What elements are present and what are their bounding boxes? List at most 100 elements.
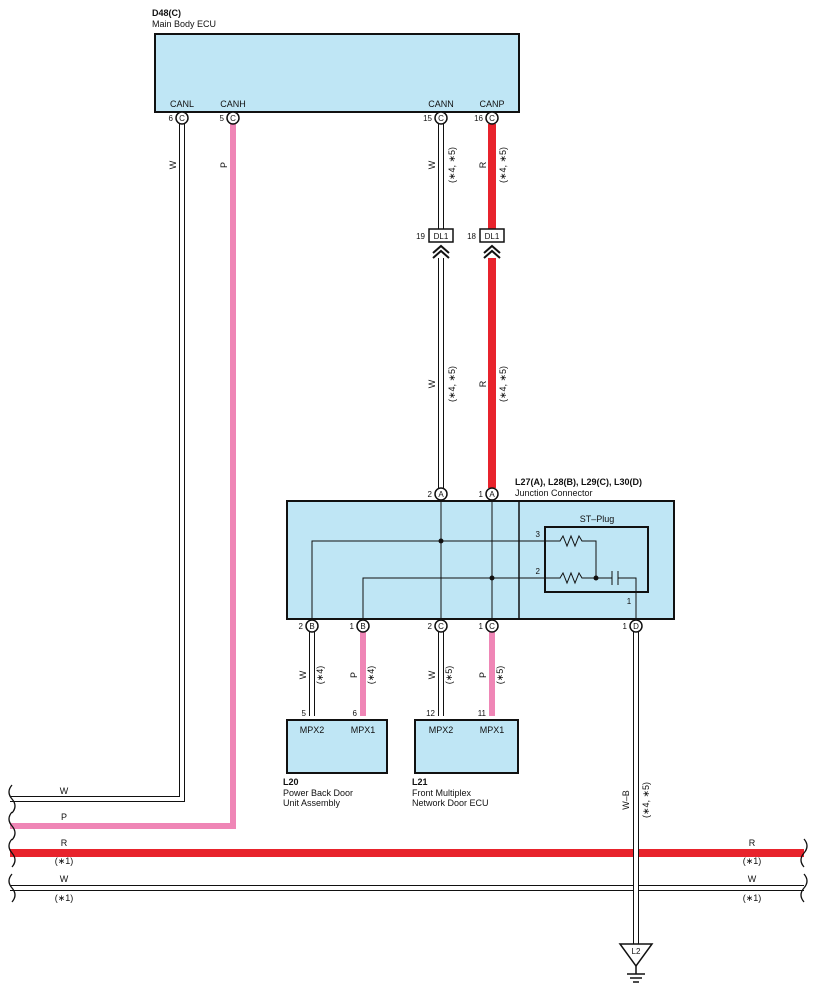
canp-wire-color: R <box>478 161 488 168</box>
svg-text:2: 2 <box>428 490 433 499</box>
svg-text:B: B <box>360 622 365 631</box>
st-plug-box <box>544 526 649 593</box>
l20-pin-mpx2: 5 <box>302 709 307 718</box>
st-pin-3: 3 <box>536 530 541 539</box>
svg-text:5: 5 <box>220 114 225 123</box>
l20-mpx1-wire-note: (∗4) <box>366 666 376 685</box>
dl1-connector-right: DL1 18 <box>467 228 505 259</box>
svg-text:2: 2 <box>428 622 433 631</box>
svg-text:19: 19 <box>416 232 425 241</box>
d48-pin-cann: C 15 <box>423 111 448 125</box>
junction-pin-a1: A 1 <box>479 487 499 501</box>
svg-text:D: D <box>633 622 639 631</box>
l21-name-line2: Network Door ECU <box>412 798 489 808</box>
svg-text:C: C <box>438 622 444 631</box>
svg-text:DL1: DL1 <box>434 232 449 241</box>
l20-name-line1: Power Back Door <box>283 788 353 798</box>
l20-terminal-mpx1: MPX1 <box>351 725 376 735</box>
l20-ref: L20 <box>283 777 299 787</box>
d48-pin-canl: C 6 <box>169 111 189 125</box>
d48-cann-label: CANN <box>428 99 454 109</box>
junction-connector <box>286 500 675 620</box>
canp-lower-wire-color: R <box>478 380 488 387</box>
svg-text:2: 2 <box>299 622 304 631</box>
l21-terminal-mpx2: MPX2 <box>429 725 454 735</box>
bus-r-right-note: (∗1) <box>743 856 762 866</box>
svg-text:1: 1 <box>479 622 484 631</box>
bus-r-right-label: R <box>749 838 756 848</box>
svg-text:B: B <box>309 622 314 631</box>
junction-pin-b2: B 2 <box>299 619 319 633</box>
canl-wire <box>10 124 184 801</box>
svg-text:A: A <box>489 490 495 499</box>
l21-mpx1-wire-note: (∗5) <box>495 666 505 685</box>
canp-wire-note: (∗4, ∗5) <box>498 147 508 183</box>
l21-terminal-mpx1: MPX1 <box>480 725 505 735</box>
l20-mpx2-wire-note: (∗4) <box>315 666 325 685</box>
l20-mpx2-wire-color: W <box>298 670 308 679</box>
svg-text:C: C <box>489 622 495 631</box>
bus-w-right-note: (∗1) <box>743 893 762 903</box>
l21-front-multiplex-network-door-ecu <box>414 719 519 774</box>
bus-r-left-label: R <box>61 838 68 848</box>
cann-lower-wire-note: (∗4, ∗5) <box>447 366 457 402</box>
junction-pin-c1: C 1 <box>479 619 499 633</box>
l20-name-line2: Unit Assembly <box>283 798 341 808</box>
junction-ref: L27(A), L28(B), L29(C), L30(D) <box>515 477 642 487</box>
d48-pin-canh: C 5 <box>220 111 240 125</box>
l21-mpx2-wire-color: W <box>427 670 437 679</box>
junction-internal-wiring <box>311 501 637 619</box>
junction-pin-a2: A 2 <box>428 487 448 501</box>
junction-pin-b1: B 1 <box>350 619 370 633</box>
bus-w-left-label: W <box>60 874 69 884</box>
d48-canp-label: CANP <box>479 99 504 109</box>
l20-mpx1-wire-color: P <box>349 672 359 678</box>
l21-ref: L21 <box>412 777 428 787</box>
svg-text:1: 1 <box>479 490 484 499</box>
cann-wire-note: (∗4, ∗5) <box>447 147 457 183</box>
d48-ref: D48(C) <box>152 8 181 18</box>
d48-name: Main Body ECU <box>152 19 216 29</box>
svg-text:1: 1 <box>623 622 628 631</box>
bus-p-label: P <box>61 812 67 822</box>
canh-wire <box>10 124 236 829</box>
l20-power-back-door-unit <box>286 719 388 774</box>
l20-terminal-mpx2: MPX2 <box>300 725 325 735</box>
bus-r-left-note: (∗1) <box>55 856 74 866</box>
bus-w-right-label: W <box>748 874 757 884</box>
l21-mpx2-wire-note: (∗5) <box>444 666 454 685</box>
d48-canh-label: CANH <box>220 99 246 109</box>
svg-text:18: 18 <box>467 232 476 241</box>
ground-l2-symbol: L2 <box>618 943 654 983</box>
canl-wire-outline <box>10 124 185 802</box>
break-marks-left <box>8 784 16 903</box>
junction-pin-d1: D 1 <box>623 619 643 633</box>
d48-canl-label: CANL <box>170 99 194 109</box>
st-pin-2: 2 <box>536 567 541 576</box>
svg-text:DL1: DL1 <box>485 232 500 241</box>
cann-wire-color: W <box>427 160 437 169</box>
svg-text:16: 16 <box>474 114 483 123</box>
bus-w-top-label: W <box>60 786 69 796</box>
svg-text:C: C <box>230 114 236 123</box>
dl1-connector-left: DL1 19 <box>416 228 454 259</box>
l21-name-line1: Front Multiplex <box>412 788 472 798</box>
ground-wire-note: (∗4, ∗5) <box>641 782 651 818</box>
canl-wire-color: W <box>168 160 178 169</box>
svg-text:C: C <box>489 114 495 123</box>
junction-pin-c2: C 2 <box>428 619 448 633</box>
break-marks-right <box>800 838 808 903</box>
st-plug-label: ST–Plug <box>580 514 615 524</box>
st-plug-node <box>593 575 599 581</box>
d48-main-body-ecu <box>154 33 520 113</box>
junction-name: Junction Connector <box>515 488 593 498</box>
junction-node-cann <box>438 538 444 544</box>
svg-text:15: 15 <box>423 114 432 123</box>
svg-text:A: A <box>438 490 444 499</box>
canp-lower-wire-note: (∗4, ∗5) <box>498 366 508 402</box>
l20-pin-mpx1: 6 <box>353 709 358 718</box>
st-pin-1: 1 <box>627 597 632 606</box>
l21-mpx1-wire-color: P <box>478 672 488 678</box>
svg-text:C: C <box>179 114 185 123</box>
